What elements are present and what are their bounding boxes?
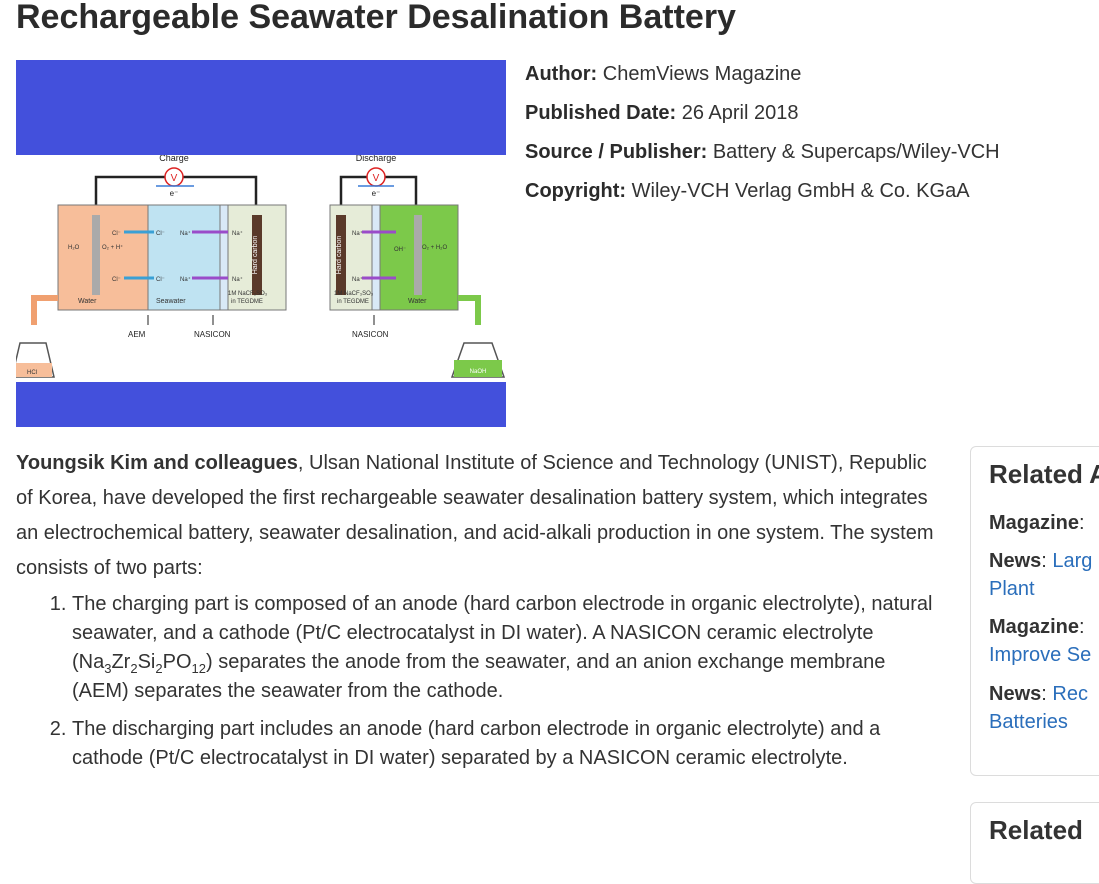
svg-text:Na⁺: Na⁺ (352, 276, 363, 283)
svg-text:Hard carbon: Hard carbon (252, 236, 259, 275)
charge-label: Charge (159, 155, 189, 163)
battery-diagram: Charge V e⁻ Hard carbon H₂O O₂ + H⁺ Cl⁻ … (16, 155, 506, 378)
meta-source: Source / Publisher: Battery & Supercaps/… (525, 141, 1000, 163)
article-figure: Charge V e⁻ Hard carbon H₂O O₂ + H⁺ Cl⁻ … (16, 60, 506, 427)
page-title: Rechargeable Seawater Desalination Batte… (16, 0, 736, 36)
meta-date: Published Date: 26 April 2018 (525, 102, 799, 124)
svg-text:NASICON: NASICON (194, 330, 231, 339)
related-articles-title: Related A (989, 459, 1099, 489)
svg-text:Cl⁻: Cl⁻ (156, 277, 165, 283)
list-item: The discharging part includes an anode (… (72, 715, 946, 773)
svg-text:Na⁺: Na⁺ (180, 276, 191, 283)
related-link-1[interactable]: Magazine: (989, 512, 1085, 534)
naoh-label: NaOH (470, 369, 487, 375)
svg-text:Cl⁻: Cl⁻ (112, 277, 121, 283)
svg-text:1M NaCF₃SO₃: 1M NaCF₃SO₃ (334, 291, 374, 297)
svg-text:O₂ + H₂O: O₂ + H₂O (422, 245, 447, 251)
figure-top-band (16, 60, 506, 155)
svg-text:in TEGDME: in TEGDME (337, 299, 369, 305)
meta-author: Author: ChemViews Magazine (525, 63, 802, 85)
svg-text:V: V (171, 173, 178, 184)
svg-text:Na⁺: Na⁺ (352, 230, 363, 237)
svg-text:H₂O: H₂O (68, 245, 80, 251)
svg-text:O₂ + H⁺: O₂ + H⁺ (102, 244, 123, 251)
svg-text:Seawater: Seawater (156, 298, 186, 305)
hcl-label: HCl (27, 370, 37, 376)
list-item: The charging part is composed of an anod… (72, 590, 946, 706)
article-meta: Author: ChemViews Magazine Published Dat… (525, 60, 1000, 216)
svg-text:AEM: AEM (128, 330, 146, 339)
svg-text:in TEGDME: in TEGDME (231, 299, 263, 305)
discharge-label: Discharge (356, 155, 397, 163)
related-link-3[interactable]: Magazine: Improve Se (989, 616, 1092, 666)
svg-text:Na⁺: Na⁺ (232, 276, 243, 283)
meta-copyright: Copyright: Wiley-VCH Verlag GmbH & Co. K… (525, 180, 970, 202)
svg-text:Water: Water (78, 298, 97, 305)
svg-text:Hard carbon: Hard carbon (336, 236, 343, 275)
intro-paragraph: Youngsik Kim and colleagues, Ulsan Natio… (16, 452, 934, 579)
parts-list: The charging part is composed of an anod… (16, 590, 946, 773)
svg-text:Cl⁻: Cl⁻ (156, 231, 165, 237)
svg-text:Water: Water (408, 298, 427, 305)
svg-text:e⁻: e⁻ (372, 189, 381, 198)
svg-text:e⁻: e⁻ (170, 189, 179, 198)
svg-text:Na⁺: Na⁺ (180, 230, 191, 237)
svg-text:OH⁻: OH⁻ (394, 247, 406, 253)
svg-text:1M NaCF₃SO₃: 1M NaCF₃SO₃ (228, 291, 268, 297)
svg-text:Cl⁻: Cl⁻ (112, 231, 121, 237)
svg-text:Na⁺: Na⁺ (232, 230, 243, 237)
related-title-2: Related (989, 815, 1083, 845)
svg-text:NASICON: NASICON (352, 330, 389, 339)
related-panel-2: Related (970, 802, 1099, 884)
svg-text:V: V (373, 173, 380, 184)
figure-bottom-band (16, 382, 506, 427)
article-body: Youngsik Kim and colleagues, Ulsan Natio… (16, 446, 946, 782)
